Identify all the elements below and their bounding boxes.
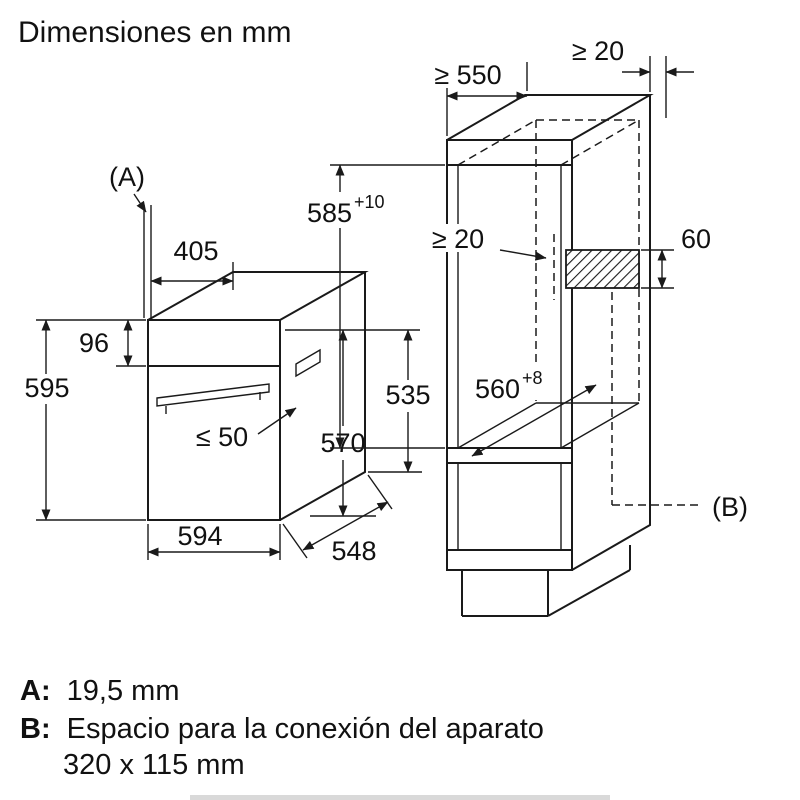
dim-label-60: 60	[681, 224, 711, 254]
dim-label-548: 548	[331, 536, 376, 566]
dim-595: 595	[24, 319, 146, 521]
oven-label-a: (A)	[109, 162, 145, 192]
dim-96: 96	[79, 319, 146, 367]
dim-594: 594	[147, 521, 281, 560]
legend-line-a: A: 19,5 mm	[20, 675, 180, 707]
legend-b-value2: 320 x 115 mm	[63, 749, 245, 781]
dim-405: 405	[150, 236, 234, 290]
cabinet-label-b: (B)	[712, 492, 748, 522]
oven-drawing: (A) 405 96 595 ≤ 50	[24, 162, 430, 566]
legend-b-key: B:	[20, 713, 51, 745]
connection-space-hatch	[565, 249, 640, 289]
legend-a-value: 19,5 mm	[67, 675, 180, 707]
niche-ceiling-edge-right	[560, 119, 640, 166]
dim-label-560-tol: +8	[522, 368, 543, 388]
legend-b-value: Espacio para la conexión del aparato	[67, 713, 544, 745]
dim-min20-top: ≥ 20	[572, 36, 694, 118]
dim-label-535: 535	[385, 380, 430, 410]
dim-560: 560 +8	[462, 366, 597, 457]
legend: A: 19,5 mm B: Espacio para la conexión d…	[20, 675, 544, 781]
cabinet-outline	[446, 94, 654, 571]
legend-line-b: B: Espacio para la conexión del aparato	[20, 713, 544, 745]
dim-label-min20-inner: ≥ 20	[432, 224, 484, 254]
dim-60: 60	[641, 224, 711, 289]
oven-outline	[147, 271, 369, 521]
legend-a-key: A:	[20, 675, 51, 707]
dim-label-min550: ≥ 550	[434, 60, 501, 90]
dim-label-96: 96	[79, 328, 109, 358]
dim-label-a: (A)	[109, 162, 147, 213]
dim-max50: ≤ 50	[196, 407, 297, 452]
oven-side-cutout	[295, 348, 321, 378]
dim-label-min20-top: ≥ 20	[572, 36, 624, 66]
oven-door-handle	[156, 383, 270, 407]
dim-548: 548	[282, 474, 393, 566]
bottom-divider	[190, 795, 610, 800]
dim-label-560: 560	[475, 374, 520, 404]
dim-label-570: 570	[320, 428, 365, 458]
dim-535: 535	[368, 329, 431, 473]
dim-min550: ≥ 550	[434, 60, 528, 136]
dim-label-585-tol: +10	[354, 192, 385, 212]
cabinet-drawing: ≥ 550 ≥ 20 585 +10 ≥ 20	[307, 36, 748, 617]
dim-min20-inner: ≥ 20	[417, 224, 547, 261]
page-title: Dimensiones en mm	[18, 16, 291, 49]
niche-ceiling-edge-left	[457, 119, 537, 166]
dim-label-595: 595	[24, 373, 69, 403]
cabinet-plinth	[461, 545, 631, 617]
dim-label-585: 585	[307, 198, 352, 228]
dim-label-405: 405	[173, 236, 218, 266]
dim-585: 585 +10	[307, 164, 445, 449]
dim-label-max50: ≤ 50	[196, 422, 248, 452]
legend-line-b2: 320 x 115 mm	[63, 749, 245, 781]
dim-label-594: 594	[177, 521, 222, 551]
